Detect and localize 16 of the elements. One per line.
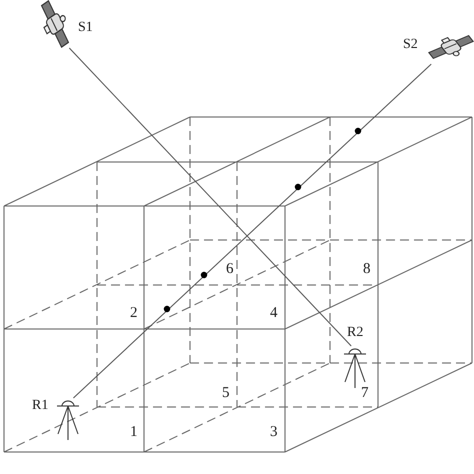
node-label: S1 (78, 21, 93, 35)
cell-number: 8 (363, 262, 370, 276)
signal-line (72, 64, 432, 398)
cell-number: 3 (270, 425, 278, 439)
tripod-receiver-icon (343, 346, 367, 388)
node-label: S2 (403, 38, 418, 52)
cell-number: 1 (130, 425, 138, 439)
cell-number: 4 (270, 306, 278, 320)
tripod-receiver-icon (56, 398, 80, 442)
cell-number: 2 (130, 306, 138, 320)
signal-line (68, 48, 352, 346)
cell-number: 6 (226, 262, 234, 276)
cell-number: 7 (361, 386, 368, 400)
node-label: R1 (32, 399, 48, 413)
node-label: R2 (347, 326, 364, 340)
cell-number: 5 (222, 386, 230, 400)
